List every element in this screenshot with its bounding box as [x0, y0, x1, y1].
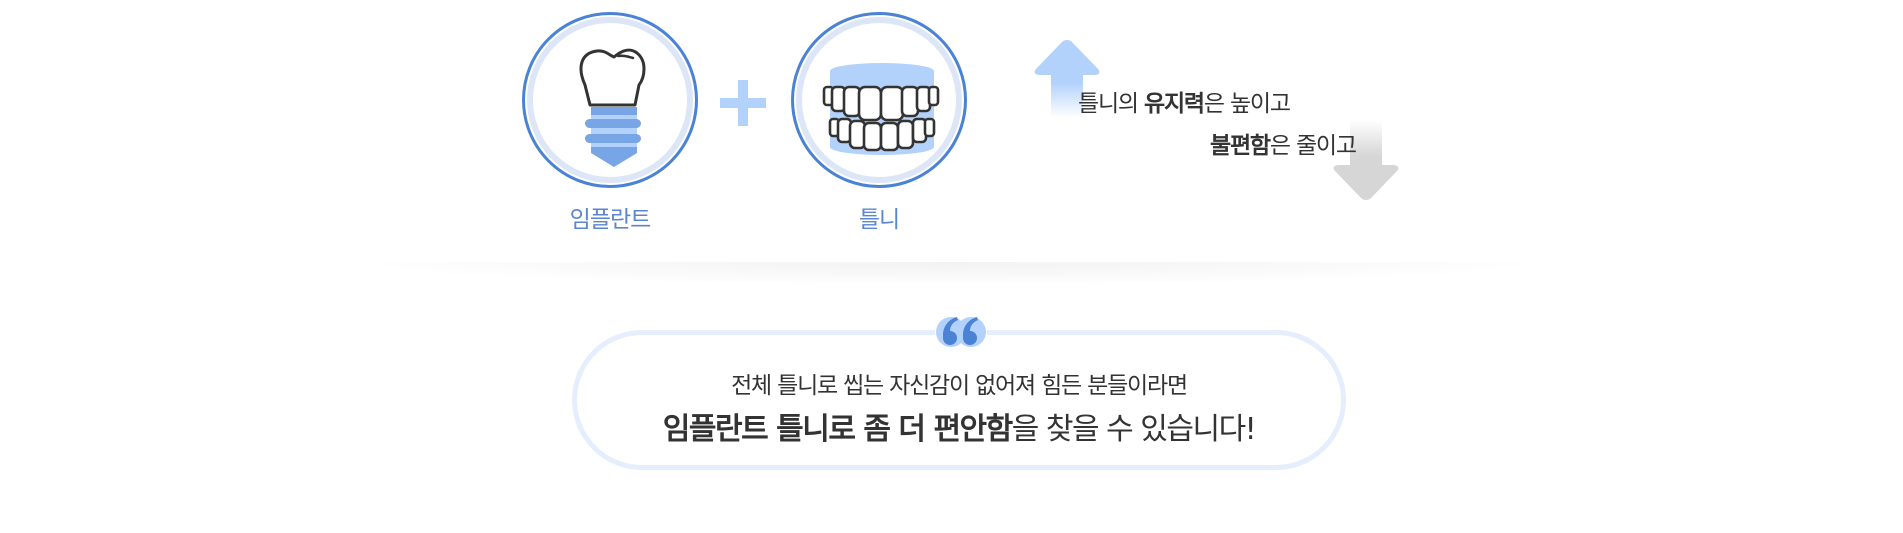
quote-line-1: 전체 틀니로 씹는 자신감이 없어져 힘든 분들이라면: [731, 373, 1188, 399]
arrow-down-icon: [1333, 120, 1399, 200]
denture-label: 틀니: [858, 207, 900, 233]
section-divider-shadow: [380, 262, 1520, 284]
implant-label: 임플란트: [569, 207, 652, 233]
benefit-line-discomfort: 불편함은 줄이고: [1210, 133, 1357, 159]
benefit-line-retention: 틀니의 유지력은 높이고: [1078, 91, 1291, 117]
plus-icon: [720, 80, 766, 126]
dental-implant-icon: [579, 48, 646, 167]
arrow-up-icon: [1034, 40, 1100, 118]
implant-circle: [522, 12, 698, 188]
quote-line-2: 임플란트 틀니로 좀 더 편안함을 찾을 수 있습니다!: [662, 412, 1257, 447]
quote-mark-icon: [935, 310, 987, 350]
denture-circle: [791, 12, 967, 188]
quote-box: [572, 330, 1346, 470]
denture-icon: [822, 63, 940, 155]
